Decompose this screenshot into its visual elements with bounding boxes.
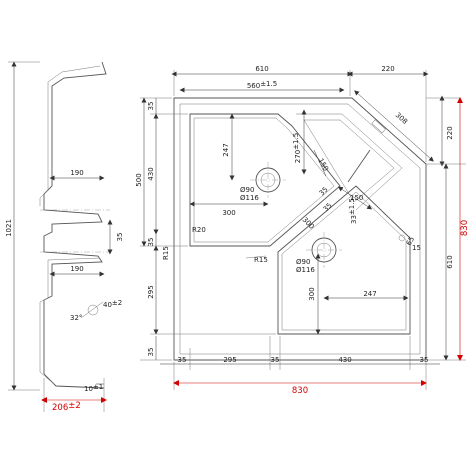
dim-150-label: 150 — [350, 194, 363, 202]
sink-inner-rim — [179, 103, 421, 355]
angled-length-dim — [354, 90, 434, 162]
bottom-margin-label: 35 — [147, 238, 155, 247]
bottom-430-label: 430 — [338, 356, 351, 364]
radius-15-left-label: R15 — [162, 246, 170, 260]
right-dimensions: 610 830 — [426, 97, 470, 361]
right-vertical-label: 220 — [446, 126, 454, 139]
radius-15-leader — [245, 255, 267, 259]
drain-hole — [87, 304, 99, 316]
dim-35a-label: 35 — [318, 185, 330, 197]
drain1-offset-label: 300 — [222, 209, 235, 217]
profile-inner — [39, 65, 101, 385]
drain2-offset-label: 33±1.5 — [348, 198, 358, 224]
right-overall-label: 830 — [460, 220, 470, 236]
drain-angle-label: 32° — [70, 314, 82, 322]
plan-view — [173, 97, 427, 361]
bottom-dimensions: 35 295 35 430 35 830 — [160, 336, 440, 396]
drain-dia-label: 40±2 — [103, 299, 122, 309]
waste-offset-label: 270±1.5 — [292, 133, 302, 163]
sink-height-label: 430 — [147, 167, 155, 180]
bottom-right-margin-label: 35 — [420, 356, 429, 364]
dim-35b-label: 35 — [322, 201, 334, 213]
drain2-dia-label: Ø90 — [296, 258, 310, 266]
profile-width-bottom-label: 190 — [70, 265, 83, 273]
dim-150-dim — [337, 186, 373, 210]
radius-20-label: R20 — [192, 226, 206, 234]
left-dimensions: 35 430 500 35 295 35 — [135, 97, 276, 361]
dim-65-label: 65 — [405, 235, 416, 247]
bottom-margin-2-label: 35 — [147, 348, 155, 357]
drain2-vertical-label: 300 — [308, 287, 316, 300]
interior-dimensions: Ø90 Ø116 300 R20 R15 R15 35 35 150 300 3… — [162, 185, 421, 335]
top-width-label: 610 — [255, 65, 268, 73]
sink-height-2-label: 295 — [147, 285, 155, 298]
dim-300-mid-label: 300 — [301, 216, 316, 231]
drain-angle-line — [80, 301, 104, 319]
full-height-label: 500 — [135, 173, 143, 186]
top-margin-label: 35 — [147, 102, 155, 111]
top-dimensions: 610 220 560±1.5 308 220 247 270±1.5 150 — [171, 65, 460, 181]
sink-outer-contour — [173, 97, 427, 361]
bottom-295-label: 295 — [223, 356, 236, 364]
drain1-dia-label: Ø90 — [240, 186, 254, 194]
right-offset-label: 220 — [381, 65, 394, 73]
left-bowl-inner — [193, 117, 335, 243]
left-bowl — [189, 113, 341, 247]
angled-length-label: 308 — [394, 111, 409, 126]
bottom-mid-margin-label: 35 — [271, 356, 280, 364]
drainboard-edge-inner — [303, 119, 395, 203]
drain2-horizontal-label: 247 — [363, 290, 376, 298]
radius-15-mid-label: R15 — [254, 256, 268, 264]
bottom-left-margin-label: 35 — [178, 356, 187, 364]
dim-15-label: 15 — [412, 244, 421, 252]
bottom-overall-label: 830 — [292, 386, 308, 396]
drain2-outer-label: Ø116 — [296, 266, 315, 274]
overflow-icon — [398, 234, 406, 242]
flange-label: 10±1 — [84, 383, 103, 393]
right-610-label: 610 — [446, 255, 454, 268]
side-profile: 1021 190 35 190 40±2 32° 10±1 206±2 — [5, 61, 124, 413]
profile-width-top-label: 190 — [70, 169, 83, 177]
profile-length-label: 1021 — [5, 219, 13, 237]
inner-width-label: 560±1.5 — [247, 80, 277, 90]
profile-35-label: 35 — [116, 233, 124, 242]
profile-outline — [43, 61, 107, 389]
left-bowl-depth-label: 247 — [222, 143, 230, 156]
drain1-outer-label: Ø116 — [240, 194, 259, 202]
tap-icon — [347, 149, 371, 183]
depth-label: 206±2 — [52, 401, 81, 413]
mid-offset-dim — [313, 149, 327, 177]
